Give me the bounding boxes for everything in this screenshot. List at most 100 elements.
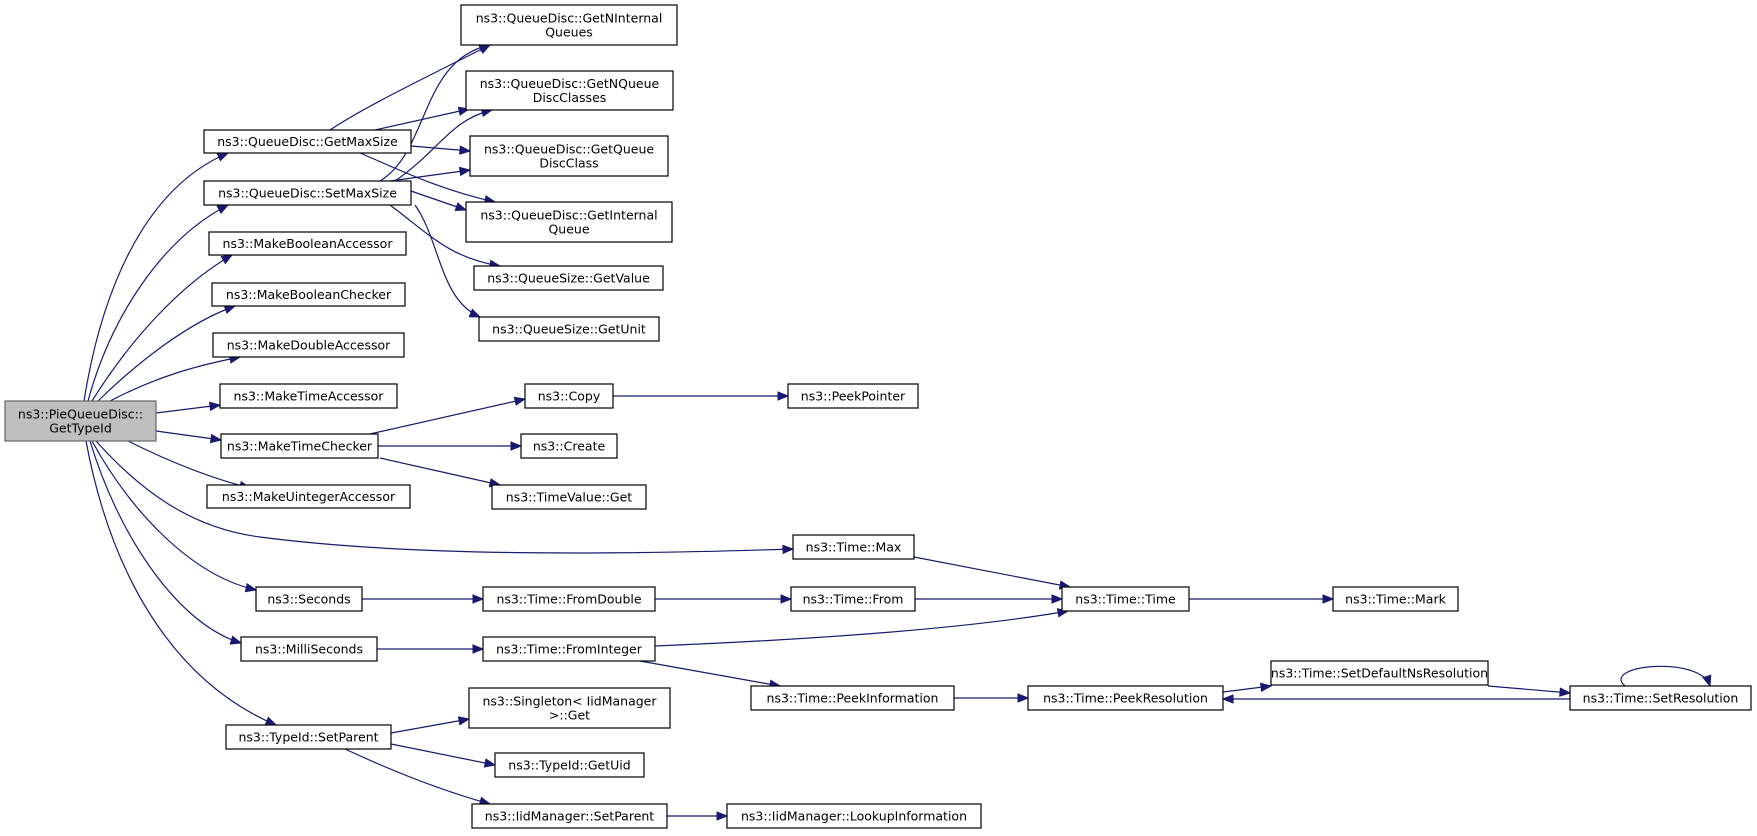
node-milliSeconds[interactable]: ns3::MilliSeconds (240, 636, 378, 662)
edge-timeFrom-to-timeTime (915, 594, 1064, 604)
node-label: Queue (548, 222, 589, 237)
node-box (1027, 685, 1224, 711)
node-root[interactable]: ns3::PieQueueDisc::GetTypeId (4, 400, 157, 442)
node-peekInfo[interactable]: ns3::Time::PeekInformation (750, 685, 955, 711)
node-create[interactable]: ns3::Create (520, 433, 618, 459)
node-iidSetParent[interactable]: ns3::IidManager::SetParent (471, 803, 668, 829)
node-box (1061, 586, 1190, 612)
node-label: ns3::MakeUintegerAccessor (222, 489, 396, 504)
node-label: ns3::QueueDisc::SetMaxSize (218, 186, 397, 201)
node-label: ns3::Time::PeekInformation (767, 691, 939, 706)
node-label: ns3::Create (533, 439, 606, 454)
node-copy[interactable]: ns3::Copy (524, 383, 614, 409)
node-box (255, 586, 363, 612)
node-timeTime[interactable]: ns3::Time::Time (1061, 586, 1190, 612)
node-getMaxSize[interactable]: ns3::QueueDisc::GetMaxSize (203, 129, 412, 154)
node-label: ns3::QueueDisc::GetQueue (484, 142, 654, 157)
node-box (219, 383, 398, 409)
node-makeBoolChk[interactable]: ns3::MakeBooleanChecker (211, 282, 406, 307)
node-fromDouble[interactable]: ns3::Time::FromDouble (482, 586, 656, 612)
node-box (1332, 586, 1459, 612)
node-label: ns3::TypeId::SetParent (238, 730, 378, 745)
node-label: ns3::Time::SetResolution (1583, 691, 1739, 706)
edge-root-to-typeIdSetParent (85, 440, 278, 726)
node-label: ns3::IidManager::SetParent (485, 809, 655, 824)
node-box (468, 687, 671, 729)
edge-iidSetParent-to-iidLookup (667, 811, 729, 821)
node-box (1569, 685, 1752, 711)
edge-root-to-makeTimeChk (155, 430, 223, 444)
node-box (206, 484, 411, 509)
node-label: ns3::QueueDisc::GetInternal (480, 208, 657, 223)
edges-layer (83, 42, 1712, 821)
edge-typeIdSetParent-to-singletonGet (390, 716, 471, 734)
node-label: ns3::Time::Time (1075, 592, 1176, 607)
edge-timeTime-to-timeMark (1189, 594, 1335, 604)
edge-makeTimeChk-to-create (378, 441, 523, 451)
edge-setRes-to-setRes (1620, 665, 1712, 688)
node-label: DiscClass (539, 156, 598, 171)
node-timeMark[interactable]: ns3::Time::Mark (1332, 586, 1459, 612)
node-label: ns3::MakeTimeAccessor (234, 389, 385, 404)
node-box (520, 433, 618, 459)
node-label: ns3::MakeBooleanAccessor (223, 236, 394, 251)
edge-typeIdSetParent-to-typeIdGetUid (390, 743, 497, 768)
node-box (482, 586, 656, 612)
node-setDefaultNsRes[interactable]: ns3::Time::SetDefaultNsResolution (1270, 660, 1489, 686)
node-box (726, 803, 982, 829)
edge-timeMax-to-timeTime (913, 556, 1072, 590)
node-qsGetUnit[interactable]: ns3::QueueSize::GetUnit (478, 316, 660, 342)
node-singletonGet[interactable]: ns3::Singleton< IidManager>::Get (468, 687, 671, 729)
nodes-layer: ns3::PieQueueDisc::GetTypeId ns3::QueueDi… (4, 4, 1752, 829)
node-box (1270, 660, 1489, 686)
node-label: ns3::QueueDisc::GetNQueue (480, 76, 660, 91)
node-makeDblAcc[interactable]: ns3::MakeDoubleAccessor (212, 332, 405, 358)
node-label: ns3::Copy (538, 389, 601, 404)
edge-root-to-makeBoolAcc (91, 254, 234, 402)
edge-setMaxSize-to-getInternal (410, 190, 468, 212)
edge-makeTimeChk-to-copy (369, 396, 527, 435)
node-peekPointer[interactable]: ns3::PeekPointer (787, 383, 919, 409)
node-label: ns3::QueueSize::GetValue (487, 271, 650, 286)
node-makeBoolAcc[interactable]: ns3::MakeBooleanAccessor (208, 231, 407, 256)
node-label: ns3::Time::FromDouble (496, 592, 641, 607)
edge-getMaxSize-to-getQueueDisc (410, 145, 472, 155)
node-makeTimeChk[interactable]: ns3::MakeTimeChecker (220, 433, 379, 459)
node-timeMax[interactable]: ns3::Time::Max (792, 534, 915, 560)
node-box (203, 180, 412, 206)
node-label: ns3::Time::SetDefaultNsResolution (1271, 666, 1488, 681)
node-makeUintAcc[interactable]: ns3::MakeUintegerAccessor (206, 484, 411, 509)
edge-setRes-to-peekRes (1221, 694, 1570, 704)
node-box (4, 400, 157, 442)
node-label: GetTypeId (49, 421, 112, 436)
edge-peekInfo-to-peekRes (954, 693, 1030, 703)
edge-root-to-milliSeconds (89, 440, 243, 645)
node-setMaxSize[interactable]: ns3::QueueDisc::SetMaxSize (203, 180, 412, 206)
node-timeValueGet[interactable]: ns3::TimeValue::Get (491, 484, 647, 510)
edge-typeIdSetParent-to-iidSetParent (344, 748, 492, 806)
node-setRes[interactable]: ns3::Time::SetResolution (1569, 685, 1752, 711)
edge-makeTimeChk-to-timeValueGet (379, 457, 502, 488)
node-peekRes[interactable]: ns3::Time::PeekResolution (1027, 685, 1224, 711)
node-typeIdSetParent[interactable]: ns3::TypeId::SetParent (225, 724, 392, 750)
node-timeFrom[interactable]: ns3::Time::From (790, 586, 916, 612)
node-box (750, 685, 955, 711)
node-makeTimeAcc[interactable]: ns3::MakeTimeAccessor (219, 383, 398, 409)
node-box (240, 636, 378, 662)
node-label: ns3::Time::FromInteger (496, 642, 643, 657)
node-qsGetValue[interactable]: ns3::QueueSize::GetValue (473, 265, 664, 291)
node-label: ns3::IidManager::LookupInformation (741, 809, 967, 824)
edge-fromInteger-to-timeTime (654, 608, 1070, 647)
node-fromInteger[interactable]: ns3::Time::FromInteger (482, 636, 656, 662)
node-typeIdGetUid[interactable]: ns3::TypeId::GetUid (494, 752, 645, 778)
node-label: >::Get (549, 708, 590, 723)
node-label: ns3::Time::From (803, 592, 904, 607)
node-seconds[interactable]: ns3::Seconds (255, 586, 363, 612)
node-label: ns3::TypeId::GetUid (508, 758, 630, 773)
node-iidLookup[interactable]: ns3::IidManager::LookupInformation (726, 803, 982, 829)
